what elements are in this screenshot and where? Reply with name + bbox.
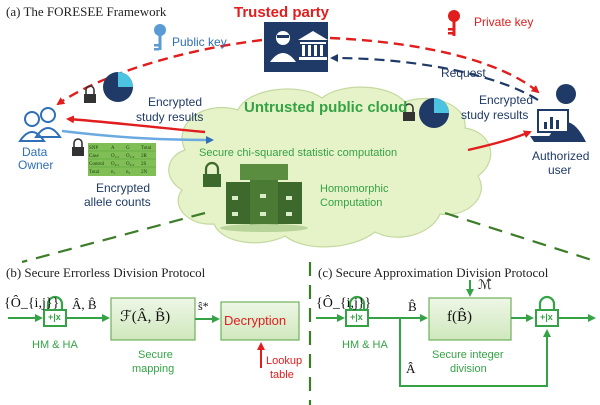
divider-left <box>21 211 206 264</box>
allele-cell: Control <box>89 161 105 167</box>
allele-cell: 2R <box>141 153 147 159</box>
protocol-b-lookup-line1: Lookup <box>266 355 303 367</box>
protocol-c-hmha: HM & HA <box>342 339 388 351</box>
allele-table-text: SNP A G Total Case O₁,₁ O₁,₂ 2R Control … <box>89 144 155 176</box>
trusted-party-label: Trusted party <box>234 4 330 21</box>
public-key-label: Public key <box>172 35 227 49</box>
protocol-b-func: ℱ(Â, B̂) <box>120 309 171 325</box>
protocol-c-secure-line2: division <box>450 363 487 375</box>
lock-icon <box>203 161 221 187</box>
request-arrow <box>330 54 539 101</box>
key-icon <box>154 24 166 51</box>
authorized-user-line1: Authorized <box>532 149 590 163</box>
secure-chi-label: Secure chi-squared statistic computation <box>199 147 398 159</box>
protocol-b-secure-line1: Secure <box>138 349 173 361</box>
allele-cell: Case <box>89 153 99 159</box>
allele-cell: Total <box>89 169 100 175</box>
data-owner-label-line1: Data <box>22 145 48 159</box>
protocol-c-m-hat: ℳ̂ <box>478 277 492 292</box>
protocol-c-title: (c) Secure Approximation Division Protoc… <box>318 265 549 280</box>
protocol-c-b-hat: B̂ <box>408 299 417 314</box>
homomorphic-lock-icon <box>345 295 369 327</box>
encrypted-allele-line2: allele counts <box>84 195 151 209</box>
authorized-user-icon <box>530 84 586 142</box>
protocol-b-hmha: HM & HA <box>32 339 78 351</box>
encrypted-results-right-line1: Encrypted <box>479 93 534 107</box>
plus-times-symbol: +|x <box>48 312 61 322</box>
encrypted-results-right-line2: study results <box>461 108 529 122</box>
trusted-party-icon <box>264 22 328 72</box>
allele-cell: O₂,₂ <box>126 161 135 167</box>
allele-cell: 2N <box>141 169 148 175</box>
homomorphic-label-line1: Homomorphic <box>320 183 389 195</box>
allele-table <box>88 143 156 176</box>
lock-icon <box>403 103 415 121</box>
decryption-box <box>220 301 300 341</box>
authorized-user-line2: user <box>548 163 572 177</box>
allele-cell: O₂,₁ <box>111 161 120 167</box>
protocol-b-s-star: ŝ* <box>198 299 209 313</box>
protocol-c-func: f(B̂) <box>447 309 472 325</box>
request-label: Request <box>441 66 486 80</box>
allele-header-cell: A <box>111 145 115 151</box>
data-owner-label-line2: Owner <box>18 158 54 172</box>
allele-cell: n₂ <box>126 169 131 175</box>
a-hat-path <box>399 318 551 387</box>
allele-cell: 2S <box>141 161 147 167</box>
public-key-arrow <box>56 38 263 106</box>
encrypted-results-left-line1: Encrypted <box>148 95 203 109</box>
protocol-b-decryption: Decryption <box>224 313 287 328</box>
allele-header-cell: Total <box>141 145 152 151</box>
protocol-b-ab: Â, B̂ <box>72 297 97 312</box>
encrypted-allele-line1: Encrypted <box>96 181 151 195</box>
key-icon <box>448 10 460 36</box>
plus-times-symbol: +|x <box>540 312 553 322</box>
pie-chart-icon <box>419 98 449 128</box>
data-owner-icon <box>18 107 62 142</box>
allele-cell: O₁,₂ <box>126 153 135 159</box>
homomorphic-label-line2: Computation <box>320 197 383 209</box>
data-owner-upload-arrow <box>61 129 214 144</box>
allele-cell: n₁ <box>111 169 116 175</box>
protocol-b-input: {Ô_{i,j}} <box>4 296 60 311</box>
protocol-c-secure-line1: Secure integer <box>432 349 504 361</box>
cloud-to-owner-arrow <box>66 115 206 134</box>
homomorphic-lock-icon <box>43 295 67 327</box>
allele-header-cell: G <box>126 145 130 151</box>
protocol-b-lookup-line2: table <box>270 369 294 381</box>
server-icon <box>220 164 308 232</box>
allele-cell: O₁,₁ <box>111 153 120 159</box>
lock-icon <box>72 138 84 156</box>
protocol-c-a-hat: Â <box>406 361 416 376</box>
private-key-label: Private key <box>474 15 534 29</box>
framework-title: (a) The FORESEE Framework <box>6 4 167 19</box>
protocol-c-input: {Ô_{i,j}} <box>316 296 372 311</box>
lock-icon <box>84 85 96 103</box>
secure-mapping-box <box>110 297 196 341</box>
divider-right <box>444 211 599 264</box>
allele-header-cell: SNP <box>89 145 99 151</box>
cloud-to-user-arrow <box>467 130 532 152</box>
private-key-arrow <box>329 36 540 94</box>
protocol-b-secure-line2: mapping <box>132 363 175 375</box>
cloud-title: Untrusted public cloud <box>244 99 408 116</box>
encrypted-results-left-line2: study results <box>136 110 204 124</box>
pie-chart-icon <box>103 72 133 102</box>
protocol-b-title: (b) Secure Errorless Division Protocol <box>6 265 206 280</box>
plus-times-symbol: +|x <box>350 312 363 322</box>
